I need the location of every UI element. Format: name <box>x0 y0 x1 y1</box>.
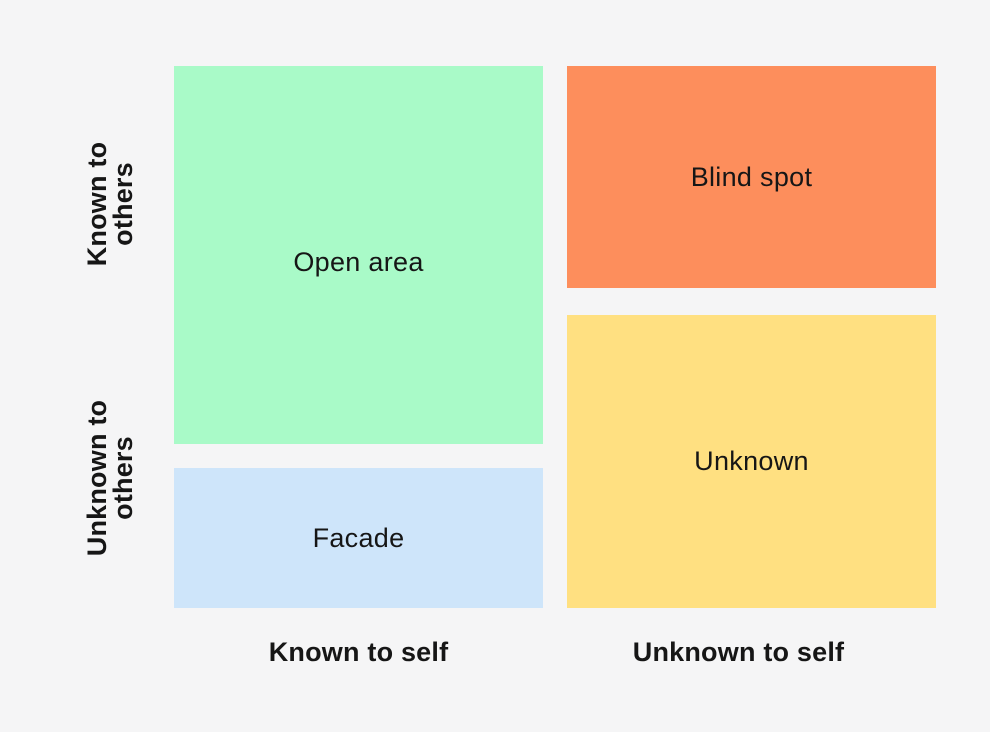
quadrant-facade: Facade <box>174 468 543 608</box>
quadrant-facade-label: Facade <box>312 522 405 553</box>
x-axis-label-unknown-to-self: Unknown to self <box>632 637 845 667</box>
quadrant-unknown: Unknown <box>567 315 936 608</box>
quadrant-unknown-label: Unknown <box>694 446 809 476</box>
x-axis-label-known-to-self: Known to self <box>268 637 449 667</box>
y-axis-label-known-to-others: Known to others <box>82 141 138 267</box>
y-axis-label-unknown-to-others: Unknown to others <box>82 399 138 557</box>
quadrant-open-area: Open area <box>174 66 543 444</box>
quadrant-open-area-label: Open area <box>293 246 424 277</box>
quadrant-blind-spot-label: Blind spot <box>690 161 813 192</box>
quadrant-blind-spot: Blind spot <box>567 66 936 288</box>
